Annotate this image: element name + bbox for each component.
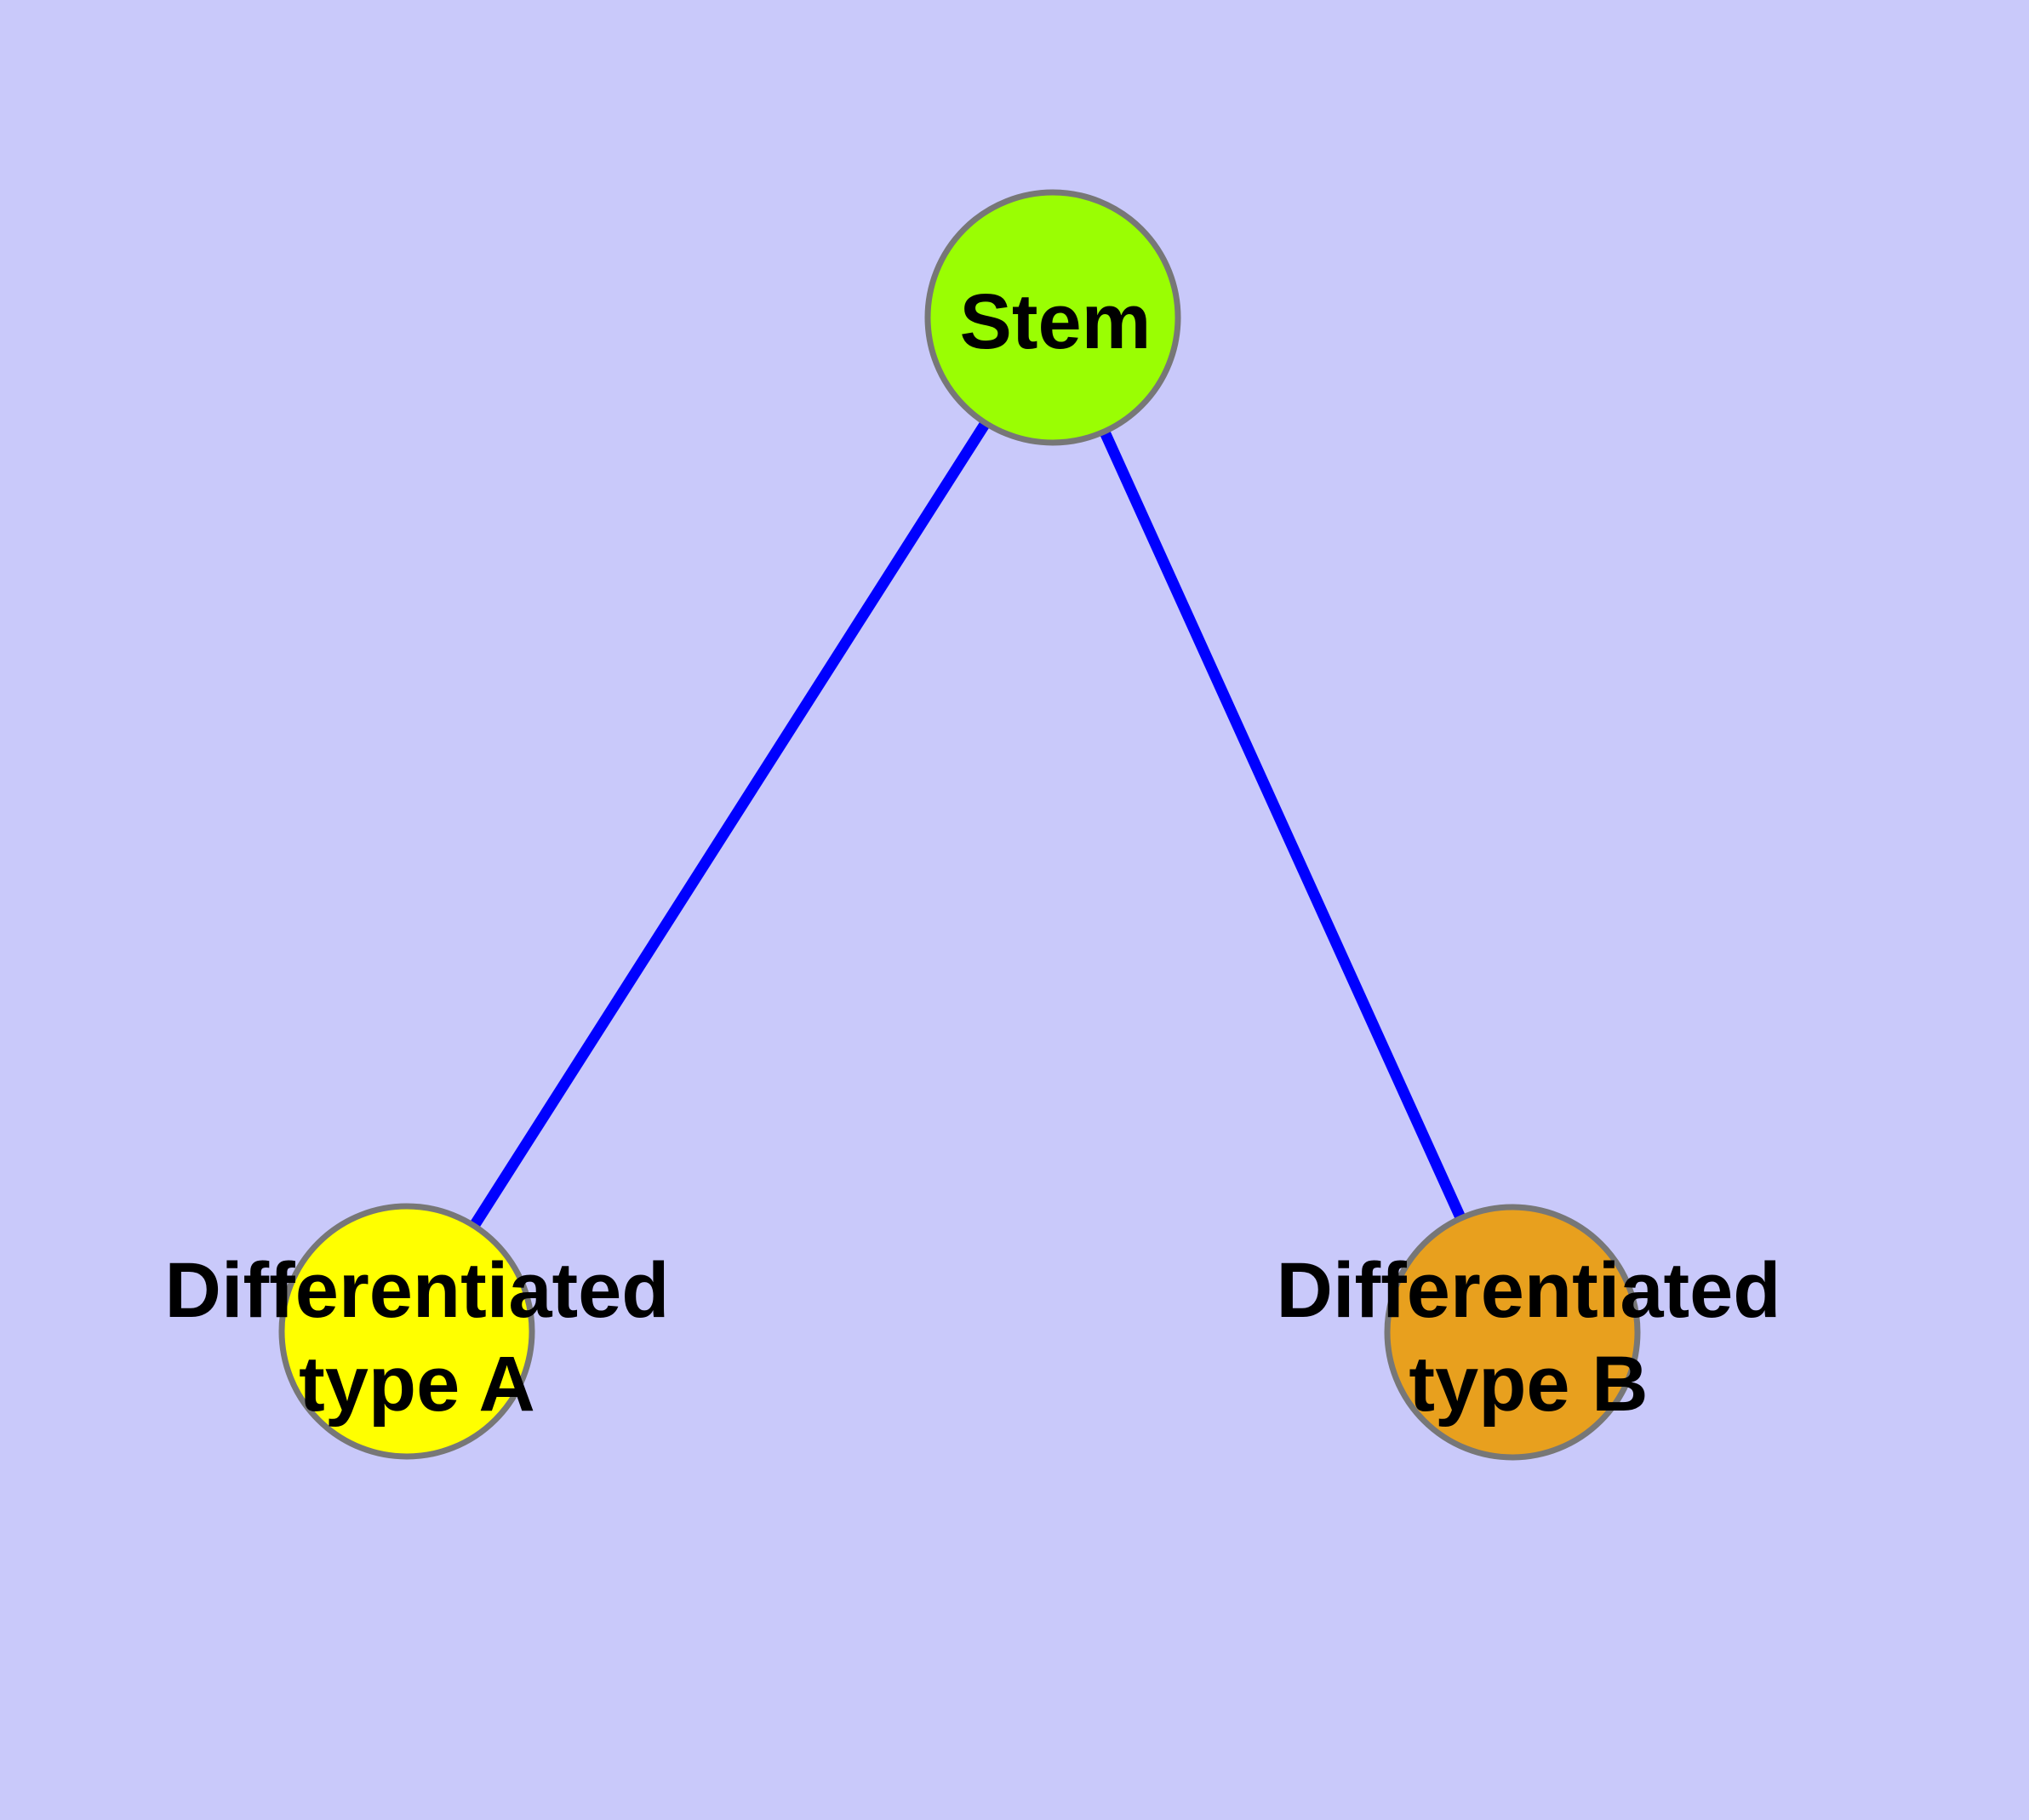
type-b-node: [1384, 1204, 1641, 1461]
edge-stem-to-type-b: [1048, 315, 1517, 1335]
edge-stem-to-type-a: [402, 314, 1058, 1335]
type-b-label-line2: type B: [1409, 1341, 1648, 1428]
type-b-label-line1: Differentiated: [1277, 1247, 1781, 1334]
type-a-label-line1: Differentiated: [165, 1247, 670, 1334]
stem-node-label: Stem: [960, 278, 1152, 365]
stem-node: [924, 189, 1181, 446]
type-a-label-line2: type A: [299, 1341, 535, 1428]
type-a-node: [278, 1203, 535, 1460]
